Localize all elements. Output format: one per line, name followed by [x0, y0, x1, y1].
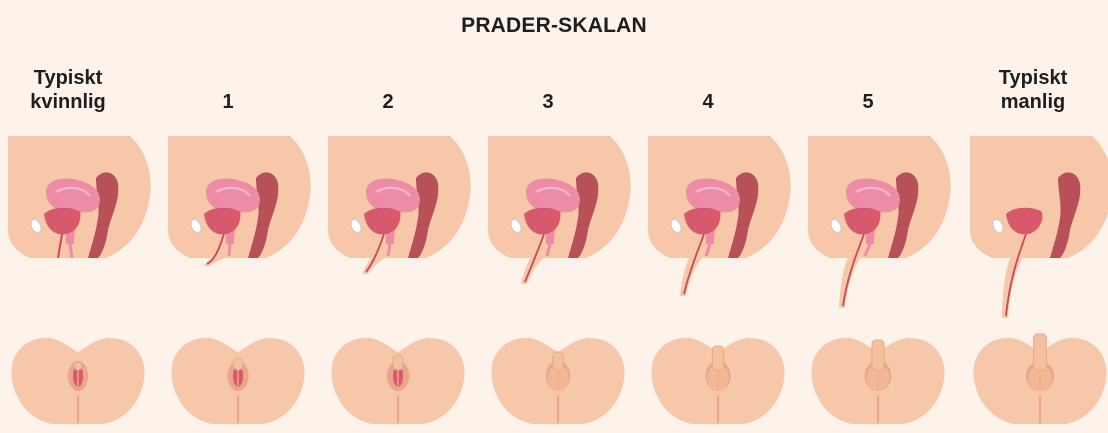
vagina-line — [229, 244, 230, 256]
stage-group-3 — [488, 136, 631, 424]
stage-group-4 — [648, 136, 791, 424]
phallus-shape — [839, 250, 866, 308]
phallus-front — [1034, 334, 1047, 370]
body-silhouette — [970, 136, 1108, 258]
stage-group-1 — [168, 136, 311, 424]
phallus-front — [553, 352, 563, 370]
phallus-front — [234, 358, 243, 370]
stage-group-2 — [328, 136, 471, 424]
phallus-front — [712, 346, 723, 370]
phallus-front — [393, 355, 403, 370]
stage-group-0 — [8, 136, 151, 424]
vagina-line — [70, 244, 72, 258]
phallus-front — [872, 340, 884, 370]
phallus-shape — [1002, 250, 1028, 318]
stage-group-6 — [970, 136, 1108, 424]
stage-group-5 — [808, 136, 951, 424]
vagina-line — [388, 244, 390, 256]
phallus-front — [74, 362, 82, 370]
